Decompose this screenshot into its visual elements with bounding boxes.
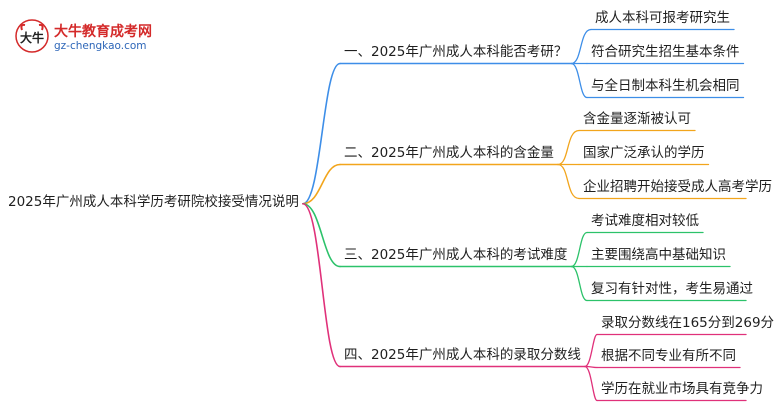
branch-3-leaf-3-connector [570,265,588,302]
brand-url: gz-chengkao.com [54,40,147,52]
branch-1-leaf-3-connector [570,62,588,99]
brand-logo: 大牛 大牛教育成考网 gz-chengkao.com [14,18,184,60]
leaf-4-3: 学历在就业市场具有竞争力 [601,381,763,397]
branch-1-leaf-1-connector [570,28,592,65]
branch-topic-4: 四、2025年广州成人本科的录取分数线 [344,347,581,363]
svg-text:大牛: 大牛 [20,30,44,45]
root-to-branch-2-connector [302,163,341,205]
brand-name: 大牛教育成考网 [54,24,152,40]
branch-2-leaf-3-connector [557,163,580,200]
leaf-3-3: 复习有针对性，考生易通过 [591,281,753,297]
mind-map: 大牛 大牛教育成考网 gz-chengkao.com 2025年广州成人本科学历… [8,10,774,402]
leaf-1-2: 符合研究生招生基本条件 [591,44,740,60]
leaf-4-1: 录取分数线在165分到269分 [601,315,774,331]
leaf-1-3: 与全日制本科生机会相同 [591,78,740,94]
leaf-2-2: 国家广泛承认的学历 [583,145,705,161]
branch-3-leaf-1-connector [570,231,588,268]
leaf-2-1: 含金量逐渐被认可 [583,111,691,127]
leaf-1-1: 成人本科可报考研究生 [595,10,730,26]
root-to-branch-3-connector [302,202,341,268]
root-to-branch-1-connector [302,62,341,205]
root-to-branch-4-connector [302,202,341,368]
mind-map-connectors [302,28,747,402]
branch-topic-2: 二、2025年广州成人本科的含金量 [344,145,554,161]
leaf-3-1: 考试难度相对较低 [591,213,699,229]
branch-4-leaf-1-connector [584,333,598,368]
branch-4-leaf-3-connector [584,365,598,402]
branch-topic-1: 一、2025年广州成人本科能否考研？ [344,44,568,60]
leaf-3-2: 主要围绕高中基础知识 [591,247,726,263]
branch-2-leaf-1-connector [557,129,580,166]
leaf-4-2: 根据不同专业有所不同 [601,348,736,364]
root-topic: 2025年广州成人本科学历考研院校接受情况说明 [8,194,299,210]
branch-topic-3: 三、2025年广州成人本科的考试难度 [344,247,568,263]
leaf-2-3: 企业招聘开始接受成人高考学历 [583,179,772,195]
bull-logo-icon: 大牛 [15,19,49,53]
